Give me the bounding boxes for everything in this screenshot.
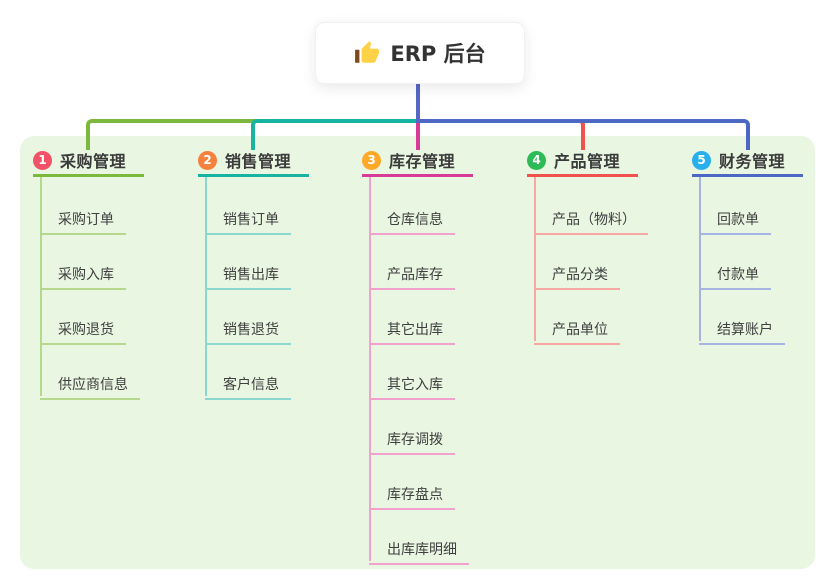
child-node[interactable]: 库存盘点 (369, 478, 455, 510)
branch-node-5[interactable]: 5 财务管理 (692, 146, 803, 177)
branch-label-4: 产品管理 (554, 152, 621, 171)
root-label: ERP 后台 (390, 42, 486, 66)
child-node[interactable]: 采购退货 (40, 313, 126, 345)
branch-badge-4: 4 (527, 150, 546, 170)
root-stem-line (416, 82, 420, 123)
child-connector-line (205, 177, 207, 396)
child-connector-line (40, 177, 42, 396)
child-node[interactable]: 采购入库 (40, 258, 126, 290)
branch-node-2[interactable]: 2 销售管理 (198, 146, 309, 177)
branch-column-1: 1 采购管理采购订单采购入库采购退货供应商信息 (33, 146, 193, 400)
child-connector-line (369, 177, 371, 561)
branch-badge-1: 1 (33, 150, 52, 170)
branch-column-4: 4 产品管理产品（物料） 产品分类产品单位 (527, 146, 687, 345)
child-node[interactable]: 采购订单 (40, 203, 126, 235)
child-node[interactable]: 回款单 (699, 203, 771, 235)
child-node[interactable]: 销售退货 (205, 313, 291, 345)
branch-label-2: 销售管理 (225, 152, 292, 171)
child-node[interactable]: 供应商信息 (40, 368, 140, 400)
branch-node-1[interactable]: 1 采购管理 (33, 146, 144, 177)
thumbs-up-icon (354, 40, 380, 66)
branch-column-5: 5 财务管理回款单付款单结算账户 (692, 146, 839, 345)
branch-label-5: 财务管理 (719, 152, 786, 171)
child-node[interactable]: 产品单位 (534, 313, 620, 345)
child-node[interactable]: 产品（物料） (534, 203, 648, 235)
child-connector-line (699, 177, 701, 341)
branch-column-2: 2 销售管理销售订单销售出库销售退货客户信息 (198, 146, 358, 400)
branch-node-3[interactable]: 3 库存管理 (362, 146, 473, 177)
branch-label-1: 采购管理 (60, 152, 127, 171)
child-node[interactable]: 产品分类 (534, 258, 620, 290)
child-node[interactable]: 客户信息 (205, 368, 291, 400)
child-node[interactable]: 付款单 (699, 258, 771, 290)
child-node[interactable]: 其它入库 (369, 368, 455, 400)
child-node[interactable]: 出库库明细 (369, 533, 469, 565)
branch-label-3: 库存管理 (389, 152, 456, 171)
child-node[interactable]: 仓库信息 (369, 203, 455, 235)
branches-panel (20, 136, 815, 569)
connector-branch-3 (416, 119, 420, 150)
child-node[interactable]: 结算账户 (699, 313, 785, 345)
branch-node-4[interactable]: 4 产品管理 (527, 146, 638, 177)
branch-badge-5: 5 (692, 150, 711, 170)
child-node[interactable]: 销售订单 (205, 203, 291, 235)
branch-badge-3: 3 (362, 150, 381, 170)
child-connector-line (534, 177, 536, 341)
child-node[interactable]: 其它出库 (369, 313, 455, 345)
child-node[interactable]: 库存调拨 (369, 423, 455, 455)
branch-column-3: 3 库存管理仓库信息产品库存其它出库其它入库库存调拨库存盘点出库库明细 (362, 146, 522, 565)
connector-branch-5 (416, 119, 750, 150)
child-node[interactable]: 销售出库 (205, 258, 291, 290)
child-node[interactable]: 产品库存 (369, 258, 455, 290)
root-node[interactable]: ERP 后台 (315, 22, 525, 84)
connector-branch-2 (251, 119, 420, 150)
branch-badge-2: 2 (198, 150, 217, 170)
